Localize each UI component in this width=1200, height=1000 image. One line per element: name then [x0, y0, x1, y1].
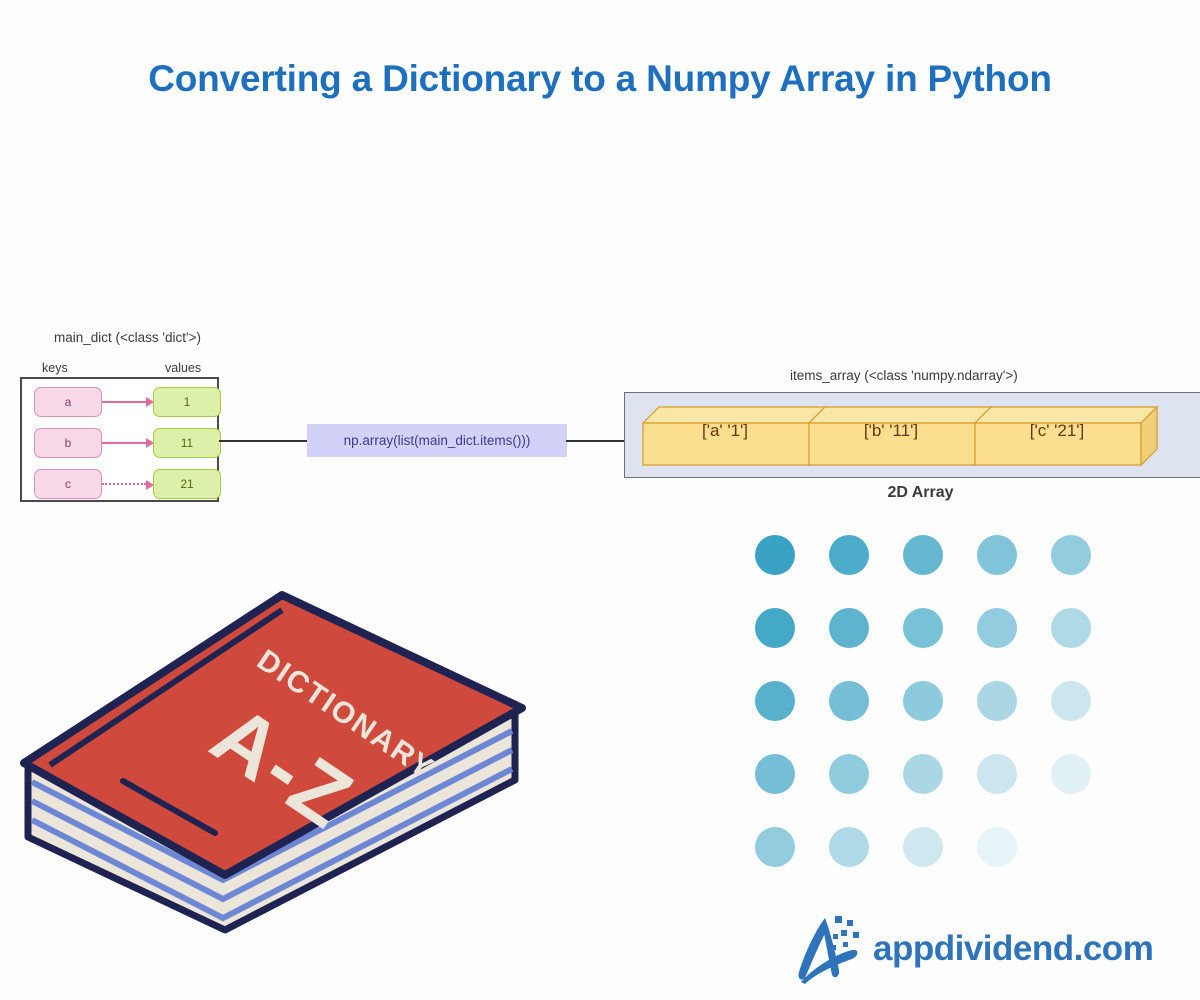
- grid-dot: [1051, 681, 1091, 721]
- grid-dot: [755, 827, 795, 867]
- grid-dot: [977, 535, 1017, 575]
- dict-container: a 1 b 11 c 21: [20, 377, 221, 502]
- keys-column-label: keys: [42, 361, 68, 375]
- dict-entry-row: a 1: [22, 387, 221, 419]
- dict-key-chip: a: [34, 387, 102, 417]
- dict-value-chip: 1: [153, 387, 221, 417]
- grid-dot: [977, 827, 1017, 867]
- connector-line-left: [219, 440, 311, 442]
- appdividend-a-logo-icon: [798, 916, 859, 984]
- brand-logo[interactable]: appdividend.com: [795, 912, 1154, 986]
- grid-dot: [755, 608, 795, 648]
- grid-dot: [903, 827, 943, 867]
- dict-value-chip: 21: [153, 469, 221, 499]
- grid-dot: [829, 681, 869, 721]
- dict-entry-row: c 21: [22, 469, 221, 501]
- code-expression-box: np.array(list(main_dict.items())): [307, 424, 567, 457]
- grid-dot: [1051, 608, 1091, 648]
- grid-dot: [829, 608, 869, 648]
- values-column-label: values: [165, 361, 202, 375]
- grid-dot: [755, 535, 795, 575]
- dict-value-chip: 11: [153, 428, 221, 458]
- array-header-label: items_array (<class 'numpy.ndarray'>): [790, 368, 1018, 383]
- grid-dot: [1051, 827, 1091, 867]
- grid-dot: [829, 535, 869, 575]
- array-cell-text: ['b' '11']: [863, 421, 919, 440]
- grid-dot: [903, 535, 943, 575]
- key-to-value-arrow: [102, 480, 154, 490]
- grid-dot: [903, 754, 943, 794]
- dict-key-chip: b: [34, 428, 102, 458]
- dictionary-book-illustration: DICTIONARY A-Z: [20, 591, 526, 934]
- array-caption: 2D Array: [887, 484, 954, 501]
- brand-name: appdividend.com: [873, 929, 1154, 968]
- array-3d-shape: [641, 405, 1159, 467]
- dict-header-label: main_dict (<class 'dict'>): [54, 330, 201, 345]
- grid-dot: [903, 608, 943, 648]
- grid-dot: [1051, 754, 1091, 794]
- grid-dot: [977, 608, 1017, 648]
- grid-dot: [903, 681, 943, 721]
- grid-dot: [829, 827, 869, 867]
- grid-dot: [977, 754, 1017, 794]
- dict-key-chip: c: [34, 469, 102, 499]
- dict-entry-row: b 11: [22, 428, 221, 460]
- key-to-value-arrow: [102, 438, 154, 448]
- array-cell-text: ['c' '21']: [1029, 421, 1085, 440]
- page-title: Converting a Dictionary to a Numpy Array…: [148, 58, 1052, 99]
- grid-dot: [977, 681, 1017, 721]
- grid-dot: [755, 681, 795, 721]
- key-to-value-arrow: [102, 397, 154, 407]
- grid-dot: [755, 754, 795, 794]
- grid-dot: [1051, 535, 1091, 575]
- array-cell-text: ['a' '1']: [701, 421, 749, 440]
- array-container: [624, 392, 1200, 478]
- grid-dot: [829, 754, 869, 794]
